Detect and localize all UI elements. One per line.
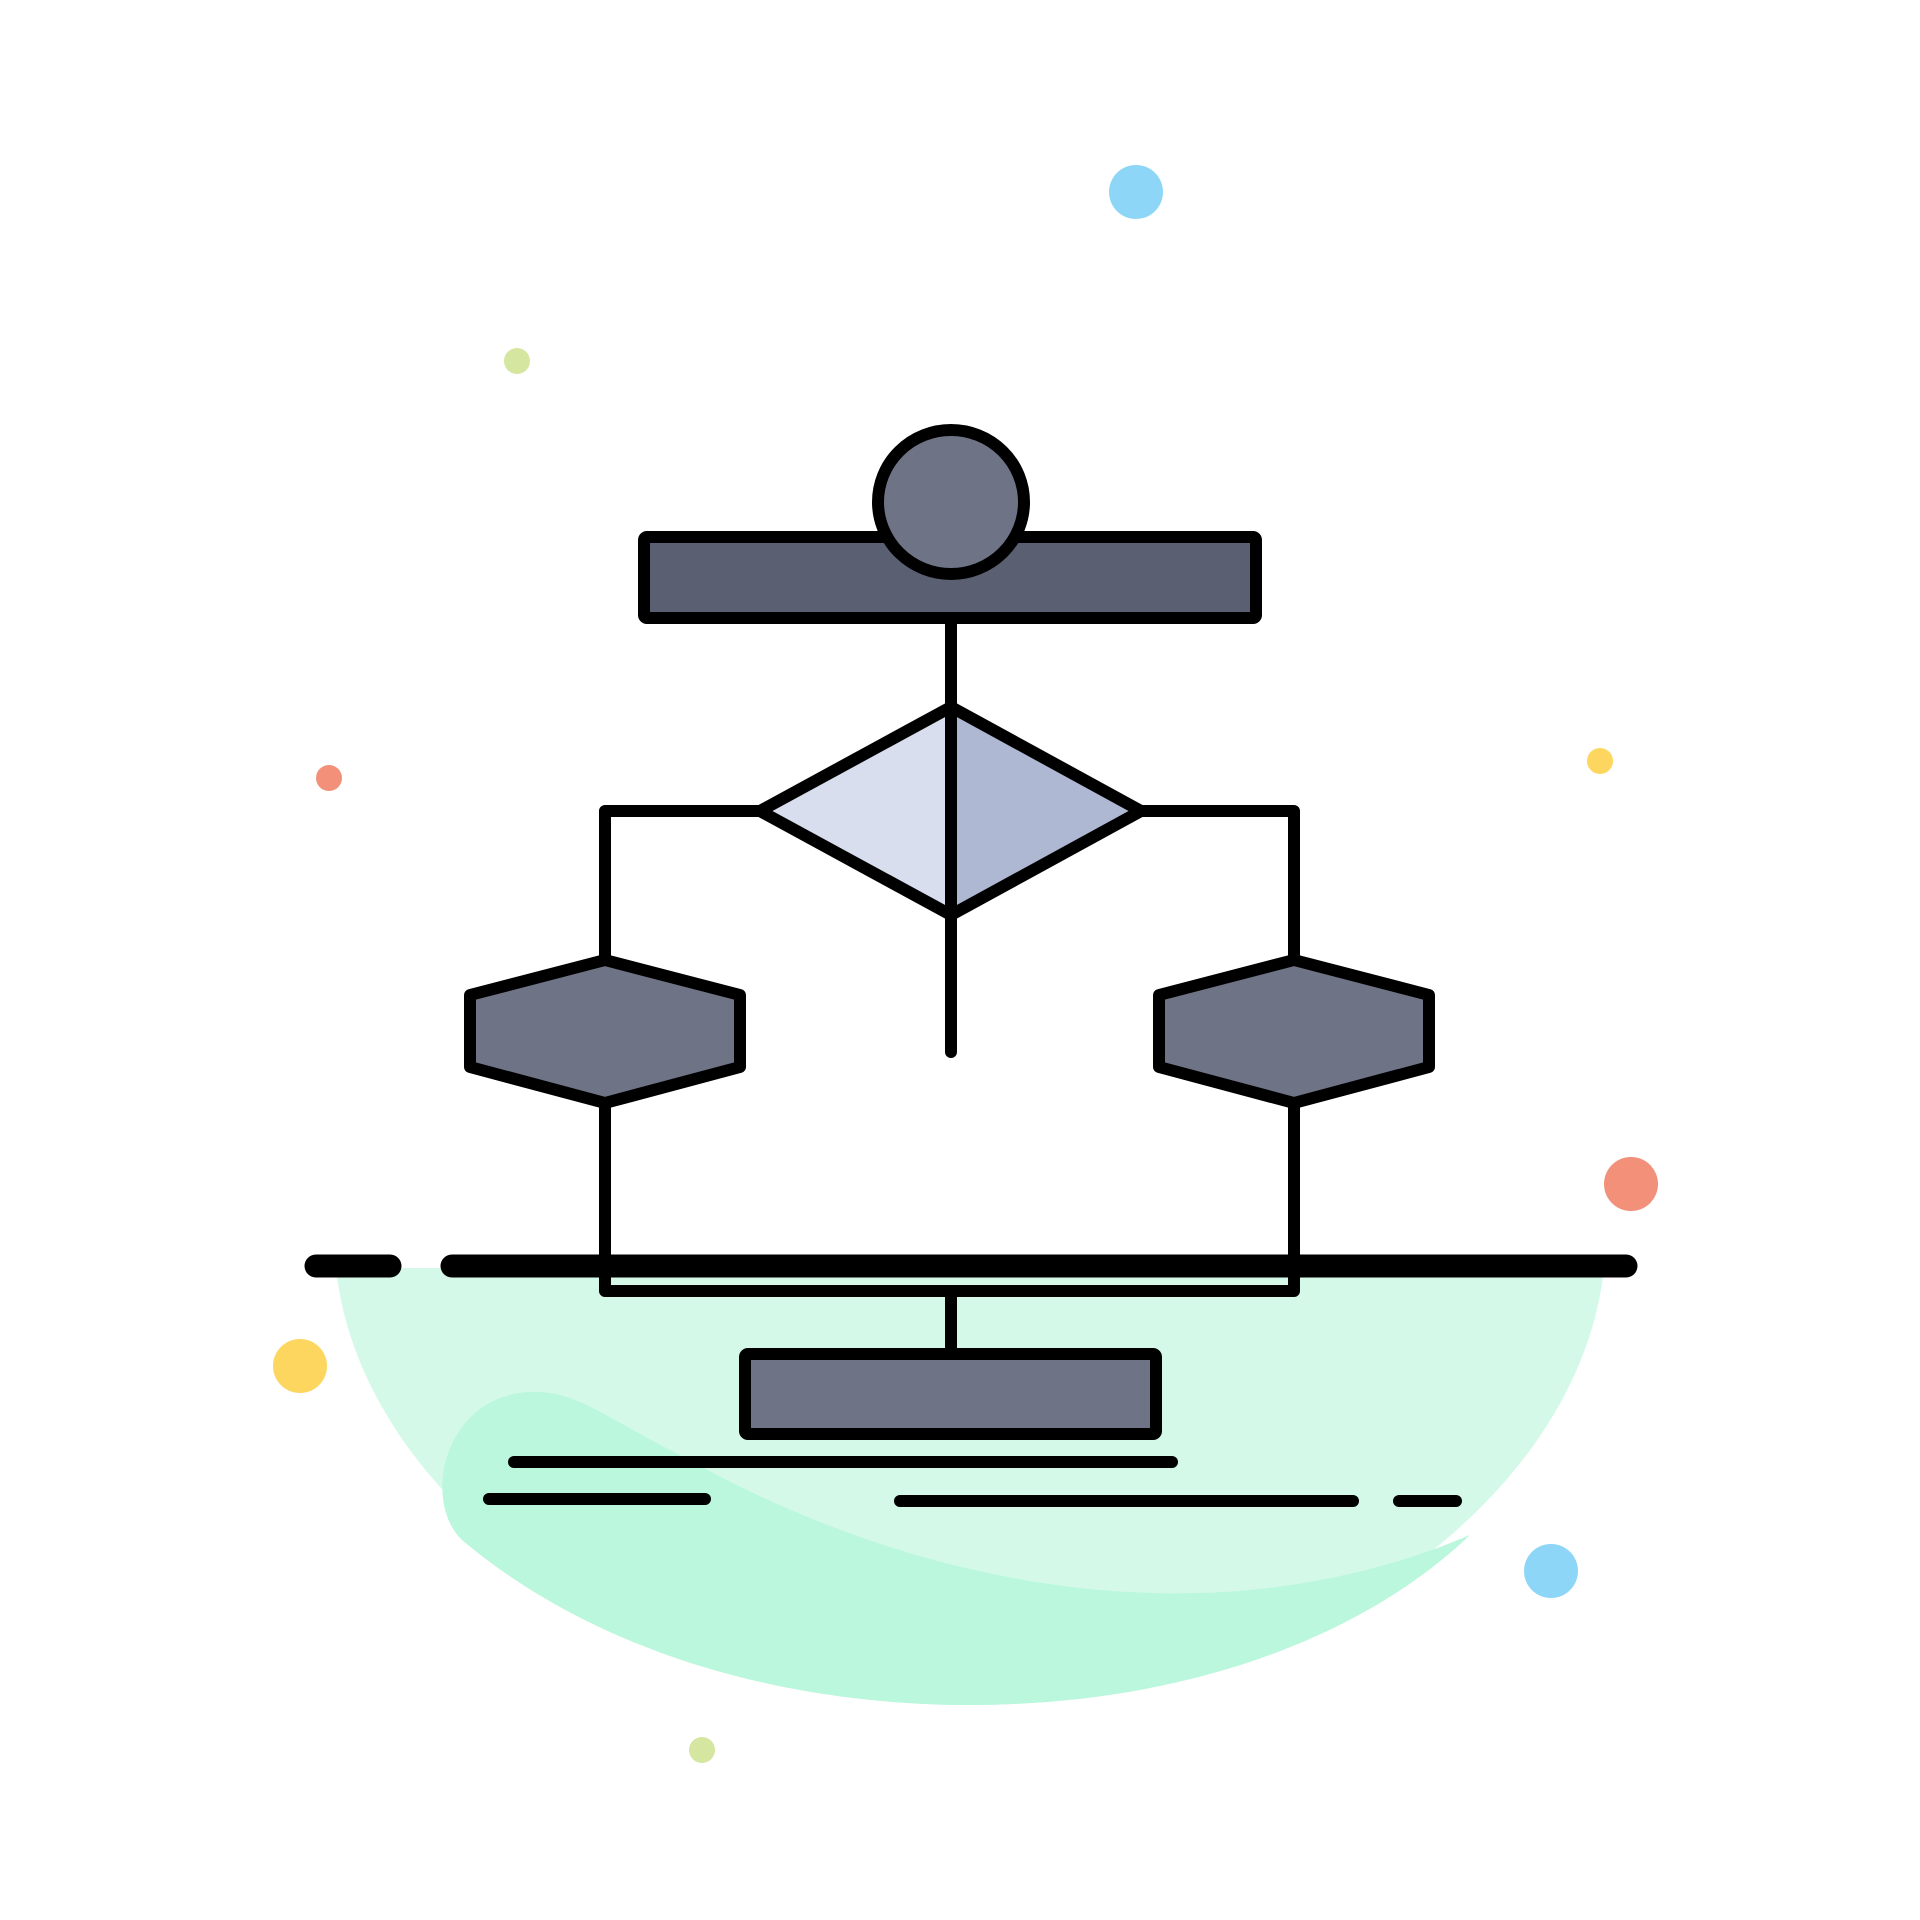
right-hexagon-node [1153, 954, 1435, 1109]
yellow-dot [273, 1339, 327, 1393]
bottom-process-box [739, 1348, 1162, 1440]
yellow-dot [1587, 748, 1613, 774]
green-dot [504, 348, 530, 374]
orange-dot [1604, 1157, 1658, 1211]
connector-diamond-right [1135, 805, 1300, 964]
blue-dot [1109, 165, 1163, 219]
orange-dot [316, 765, 342, 791]
left-hexagon-node [464, 954, 746, 1109]
diamond-right-half [951, 707, 1141, 915]
bottom-text-lines [483, 1456, 1462, 1507]
decorative-dots [273, 165, 1658, 1763]
ground-dark-shape [442, 1391, 1470, 1705]
connector-lines [599, 612, 1300, 1360]
blue-dot [1524, 1544, 1578, 1598]
diamond-left-half [760, 707, 951, 915]
ground-blob [336, 1268, 1604, 1705]
connector-diamond-left [599, 805, 766, 964]
green-dot [689, 1737, 715, 1763]
start-node-circle [872, 424, 1030, 580]
decision-diamond [754, 701, 1147, 921]
